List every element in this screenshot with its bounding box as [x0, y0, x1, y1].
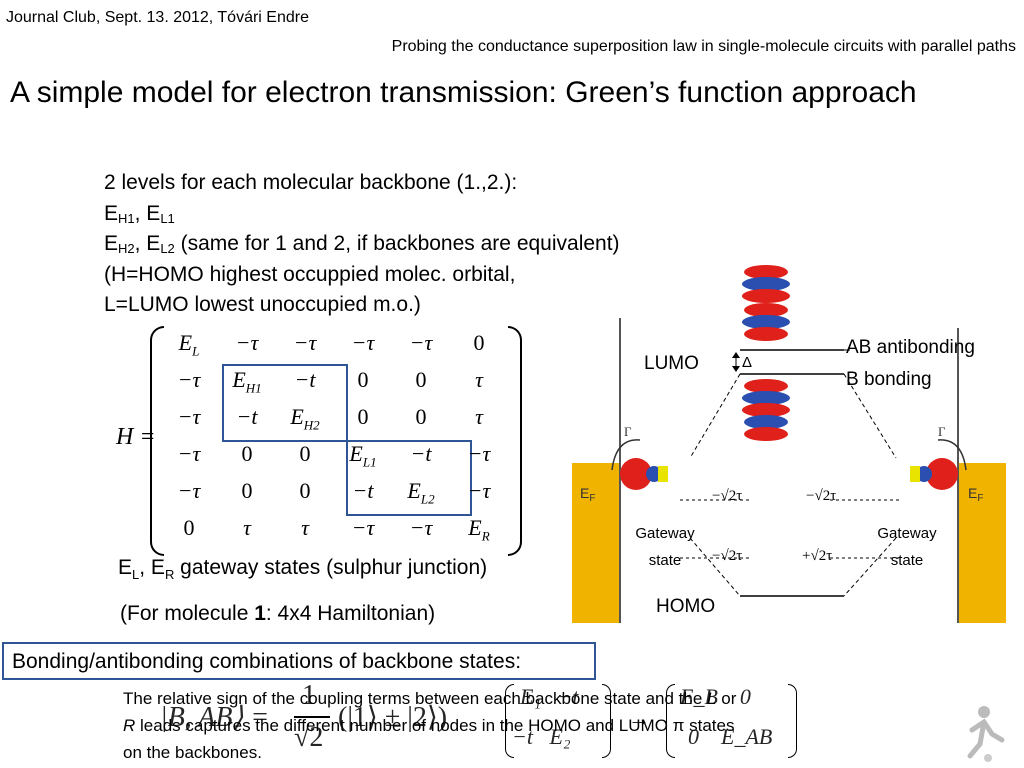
matrix-cell: τ — [243, 515, 251, 540]
matrix-cell: 0 — [183, 515, 195, 540]
matrix-right-paren — [508, 326, 522, 556]
matrix-cell: −t — [236, 404, 258, 429]
frac-den: √2 — [294, 722, 324, 753]
hamiltonian-label: H = — [116, 424, 156, 450]
matrix-cell: −τ — [177, 404, 201, 429]
matrix-cell: 0 — [241, 478, 253, 503]
matrix3-left — [666, 684, 675, 758]
molecule-note: (For molecule 1: 4x4 Hamiltonian) — [120, 602, 436, 625]
matrix3-row1: E_B 0 — [680, 684, 751, 709]
delta-label: Δ — [742, 354, 753, 371]
energy-diagram: EF EF Γ Γ — [572, 265, 1006, 623]
lumo-label: LUMO — [644, 353, 699, 374]
bullet-line-1: 2 levels for each molecular backbone (1.… — [104, 171, 518, 194]
relative-line-3: on the backbones. — [123, 743, 262, 762]
header-left: Journal Club, Sept. 13. 2012, Tóvári End… — [6, 9, 309, 26]
gateway-states-text: EL, ER gateway states (sulphur junction) — [118, 556, 488, 583]
matrix-cell: −t — [352, 478, 374, 503]
level-description: 2 levels for each molecular backbone (1.… — [104, 168, 620, 321]
bonding-ket-formula: |B, AB⟩ = — [160, 702, 270, 733]
matrix-cell: −τ — [293, 330, 317, 355]
matrix-cell: EH1 — [232, 367, 262, 396]
matrix-cell: 0 — [357, 404, 369, 429]
matrix-cell: −τ — [467, 441, 491, 466]
relative-line-1: The relative sign of the coupling terms … — [123, 689, 737, 708]
matrix-cell: ER — [468, 515, 490, 544]
matrix-cell: −τ — [409, 330, 433, 355]
matrix2-row1: E₁ −t — [520, 684, 579, 709]
matrix-cell: −τ — [467, 478, 491, 503]
header-right: Probing the conductance superposition la… — [391, 38, 1016, 55]
matrix2-right — [602, 684, 611, 758]
relative-line-2: R leads captures the different number of… — [123, 716, 735, 735]
matrix-cell: τ — [475, 367, 483, 392]
matrix-cell: −t — [294, 367, 316, 392]
lumo-orbital-top — [742, 265, 790, 341]
matrix-cell: −τ — [177, 367, 201, 392]
matrix-cell: −τ — [235, 330, 259, 355]
matrix-cell: −τ — [351, 515, 375, 540]
level-sqrt-right-2: +√2τ — [802, 548, 833, 564]
matrix3-right — [788, 684, 797, 758]
backbone-2-box — [346, 440, 472, 516]
matrix-cell: −t — [410, 441, 432, 466]
right-lead — [958, 463, 1006, 623]
slide-title: A simple model for electron transmission… — [10, 76, 917, 109]
matrix-cell: −τ — [177, 441, 201, 466]
matrix-cell: EH2 — [290, 404, 320, 433]
bullet-line-4: (H=HOMO highest occuppied molec. orbital… — [104, 262, 516, 286]
homo-orbital-mid — [742, 379, 790, 441]
matrix-cell: 0 — [299, 441, 311, 466]
matrix-cell: EL2 — [407, 478, 435, 507]
matrix2-row2: −t E₂ — [512, 724, 571, 749]
frac-num: 1 — [302, 680, 316, 711]
matrix-cell: τ — [301, 515, 309, 540]
matrix-cell: 0 — [473, 330, 485, 355]
level-sqrt-left-2: −√2τ — [712, 548, 743, 564]
matrix3-row2: 0 E_AB — [688, 724, 773, 749]
bullet-line-5: L=LUMO lowest unoccupied m.o.) — [104, 293, 421, 316]
relative-sign-text: The relative sign of the coupling terms … — [123, 685, 893, 766]
frac-bar — [294, 716, 330, 718]
matrix-cell: −τ — [177, 478, 201, 503]
matrix-cell: EL — [178, 330, 200, 359]
ket-combination: (|1⟩ ± |2⟩) — [338, 702, 448, 733]
backbone-1-box — [222, 364, 348, 442]
bullet-line-2: EH1, EL1 — [104, 201, 175, 226]
svg-text:Γ: Γ — [624, 424, 632, 439]
matrix-cell: 0 — [299, 478, 311, 503]
matrix-cell: −τ — [409, 515, 433, 540]
matrix-cell: 0 — [241, 441, 253, 466]
ab-antibonding-label: AB antibonding — [846, 337, 975, 358]
matrix-cell: EL1 — [349, 441, 377, 470]
matrix-cell: 0 — [357, 367, 369, 392]
matrix-cell: τ — [475, 404, 483, 429]
level-sqrt-left-1: −√2τ — [712, 488, 743, 504]
corner-logo-icon — [967, 706, 1005, 762]
arrow-icon: → — [628, 706, 650, 731]
matrix-cell: 0 — [415, 367, 427, 392]
level-sqrt-right-1: −√2τ — [806, 488, 837, 504]
left-lead — [572, 463, 620, 623]
b-bonding-label: B bonding — [846, 369, 932, 390]
homo-label: HOMO — [656, 596, 716, 617]
bullet-line-3: EH2, EL2 (same for 1 and 2, if backbones… — [104, 232, 620, 256]
matrix-cell: −τ — [351, 330, 375, 355]
matrix-cell: 0 — [415, 404, 427, 429]
svg-text:Γ: Γ — [938, 424, 946, 439]
bonding-heading: Bonding/antibonding combinations of back… — [2, 642, 596, 680]
